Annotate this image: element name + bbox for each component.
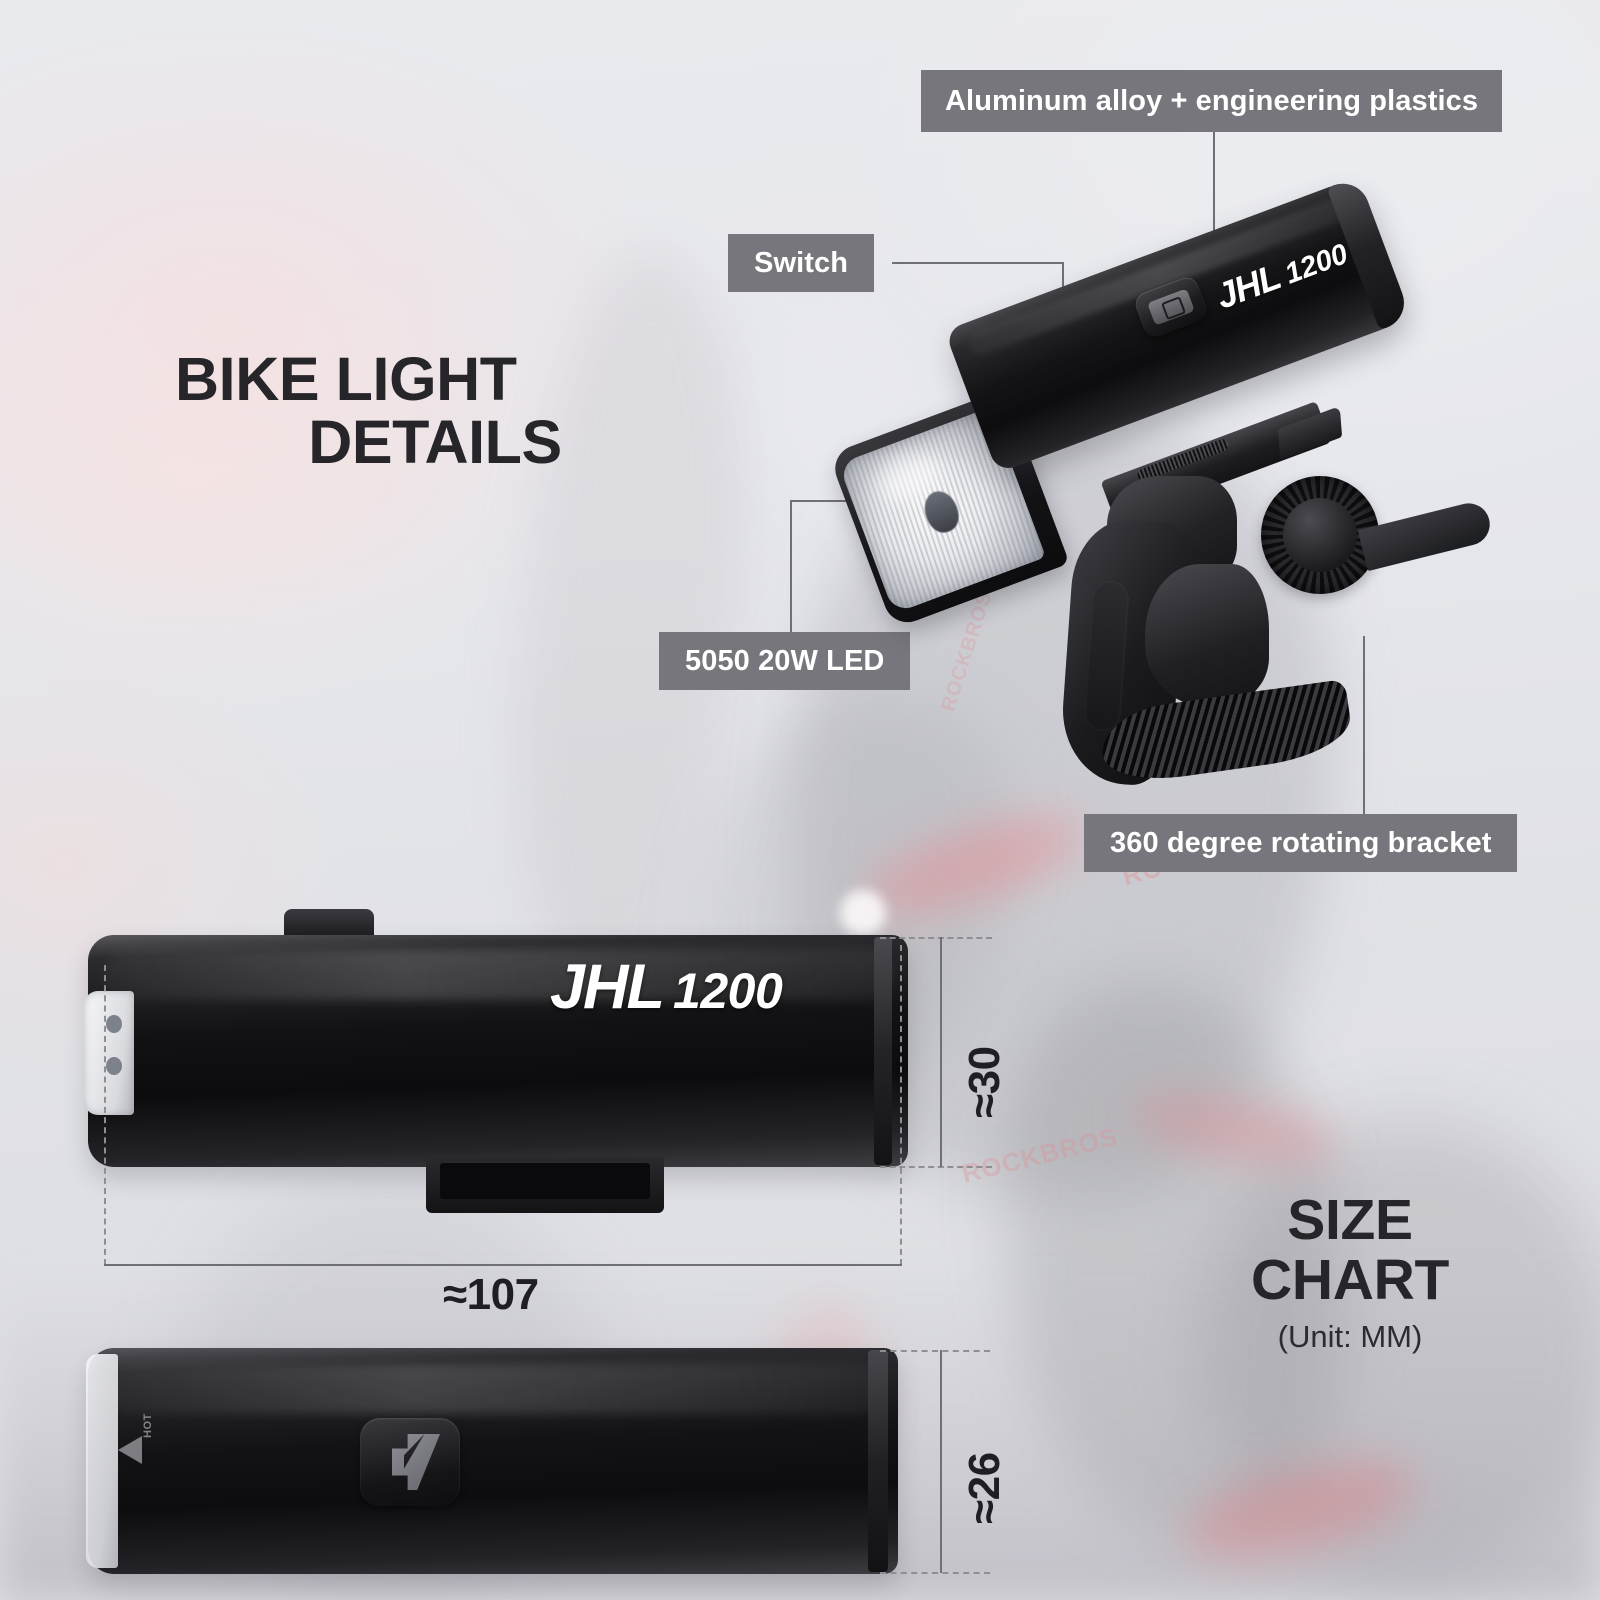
body-end-cap: [874, 937, 892, 1165]
body-sheen: [104, 1363, 882, 1414]
knob-face: [1283, 498, 1357, 572]
title-line-2: DETAILS: [308, 407, 562, 476]
power-button-icon[interactable]: [360, 1418, 460, 1506]
title-line-1: BIKE LIGHT: [175, 345, 517, 413]
hot-warning-label: HOT: [142, 1413, 154, 1438]
mount-foot-slot: [440, 1163, 650, 1199]
dim-label-length-107: ≈107: [443, 1270, 539, 1319]
brand-name: JHL: [550, 952, 665, 1022]
power-glyph: [1147, 288, 1195, 326]
dim-extension-bottom-26: [880, 1572, 990, 1574]
led-lens-top: [86, 1354, 118, 1568]
size-line-1: SIZE: [1287, 1188, 1413, 1252]
page-title: BIKE LIGHT DETAILS: [175, 348, 695, 474]
model-number: 1200: [1280, 238, 1353, 291]
body-end-cap: [868, 1350, 888, 1572]
leader-line-material: [1213, 132, 1215, 244]
dim-extension-top-30: [880, 937, 992, 939]
handlebar-clamp-core: [1145, 564, 1269, 706]
dim-line-height-30: [940, 937, 942, 1167]
brand-glyph-icon: [380, 1434, 440, 1490]
light-body-top: HOT: [88, 1348, 898, 1574]
dim-extension-bottom-30: [880, 1166, 992, 1168]
body-top-nub: [284, 909, 374, 939]
dim-extension-left-107: [104, 965, 106, 1265]
size-unit-label: (Unit: MM): [1277, 1318, 1423, 1354]
callout-led: 5050 20W LED: [659, 632, 911, 690]
dim-extension-top-26: [880, 1350, 990, 1352]
dim-line-height-26: [940, 1350, 942, 1573]
leader-line-bracket: [1363, 636, 1365, 814]
dim-extension-right-107: [900, 945, 902, 1265]
size-chart-title: SIZE CHART (Unit: MM): [1150, 1190, 1550, 1355]
body-sheen: [104, 948, 892, 1000]
model-number: 1200: [673, 963, 783, 1019]
product-angled-view: JHL1200: [828, 140, 1495, 820]
dim-label-height-30: ≈30: [960, 1046, 1009, 1118]
background-bike-wheel: [1200, 1120, 1600, 1580]
callout-bracket: 360 degree rotating bracket: [1084, 814, 1518, 872]
size-line-2: CHART: [1251, 1248, 1449, 1313]
leader-line-switch-horizontal: [892, 262, 1064, 264]
lens-detail: [106, 1015, 122, 1033]
hot-warning-icon: HOT: [116, 1413, 162, 1474]
background-highlight-dot: [840, 890, 886, 936]
tightening-knob: [1261, 476, 1379, 594]
dim-line-length-107: [104, 1264, 902, 1266]
lens-detail: [106, 1057, 122, 1075]
warning-triangle-icon: [118, 1436, 142, 1464]
leader-line-led-vertical: [790, 500, 792, 632]
mount-foot: [426, 1157, 664, 1213]
product-side-view-bottom: HOT: [86, 1348, 898, 1580]
led-lens-side: [84, 991, 134, 1115]
callout-material: Aluminum alloy + engineering plastics: [921, 70, 1503, 132]
callout-switch: Switch: [728, 234, 875, 292]
dim-label-height-26: ≈26: [960, 1452, 1009, 1524]
